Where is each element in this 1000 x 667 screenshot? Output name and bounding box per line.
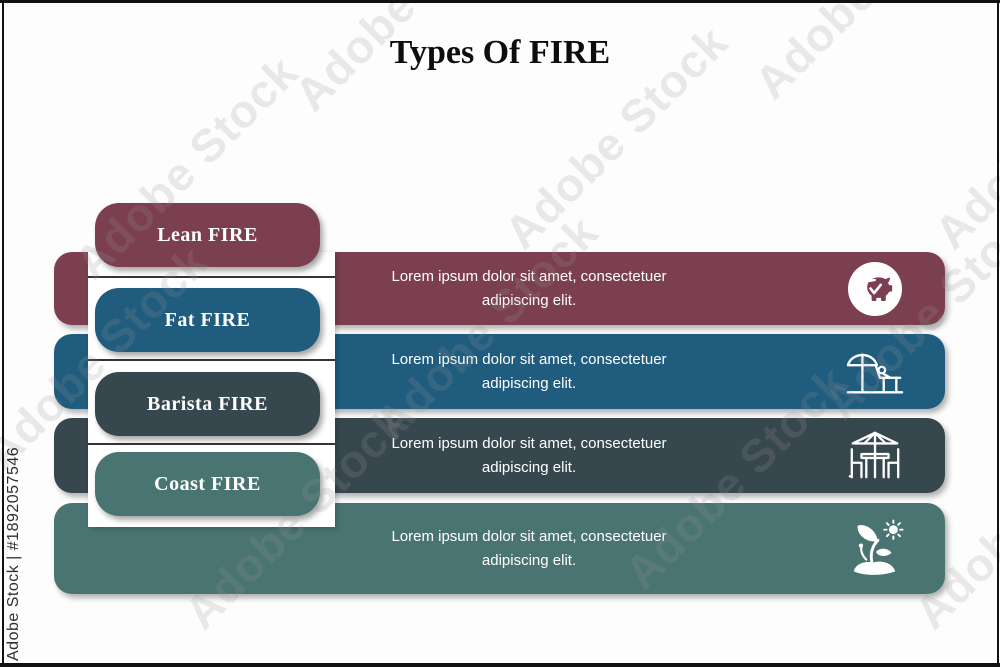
description-line: Lorem ipsum dolor sit amet, consectetuer [391, 527, 667, 545]
pill-label: Lean FIRE [157, 223, 258, 246]
sprout-sun-icon [843, 503, 907, 594]
description-line: adipiscing elit. [481, 291, 577, 309]
row-description: Lorem ipsum dolor sit amet, consectetuer… [334, 418, 724, 493]
separator-line [88, 359, 335, 361]
frame-border-bottom [0, 663, 1000, 667]
row-description: Lorem ipsum dolor sit amet, consectetuer… [334, 503, 724, 594]
row-description: Lorem ipsum dolor sit amet, consectetuer… [334, 334, 724, 409]
description-line: Lorem ipsum dolor sit amet, consectetuer [391, 267, 667, 285]
label-pill-coast-fire: Coast FIRE [95, 452, 320, 516]
piggy-bank-check-icon [843, 252, 907, 325]
separator-line [88, 276, 335, 278]
watermark-text: Adobe Stock [364, 205, 608, 449]
frame-border-left [2, 0, 4, 667]
page-title: Types Of FIRE [389, 34, 611, 71]
pill-label: Coast FIRE [154, 472, 261, 495]
separator-line [88, 443, 335, 445]
frame-border-right [997, 0, 999, 667]
pill-label: Barista FIRE [147, 392, 268, 415]
description-line: Lorem ipsum dolor sit amet, consectetuer [391, 434, 667, 452]
frame-border-top [0, 0, 1000, 3]
stock-credit-label: Adobe Stock | #1892057546 [5, 446, 22, 661]
label-pill-barista-fire: Barista FIRE [95, 372, 320, 436]
beach-umbrella-lounger-icon [843, 334, 907, 409]
description-line: Lorem ipsum dolor sit amet, consectetuer [391, 350, 667, 368]
pill-label: Fat FIRE [164, 308, 251, 331]
icon-circle [848, 261, 902, 316]
row-description: Lorem ipsum dolor sit amet, consectetuer… [334, 252, 724, 325]
description-line: adipiscing elit. [481, 551, 577, 569]
label-pill-fat-fire: Fat FIRE [95, 288, 320, 352]
cafe-table-umbrella-icon [843, 418, 907, 493]
label-pill-lean-fire: Lean FIRE [95, 203, 320, 267]
description-line: adipiscing elit. [481, 374, 577, 392]
description-line: adipiscing elit. [481, 458, 577, 476]
